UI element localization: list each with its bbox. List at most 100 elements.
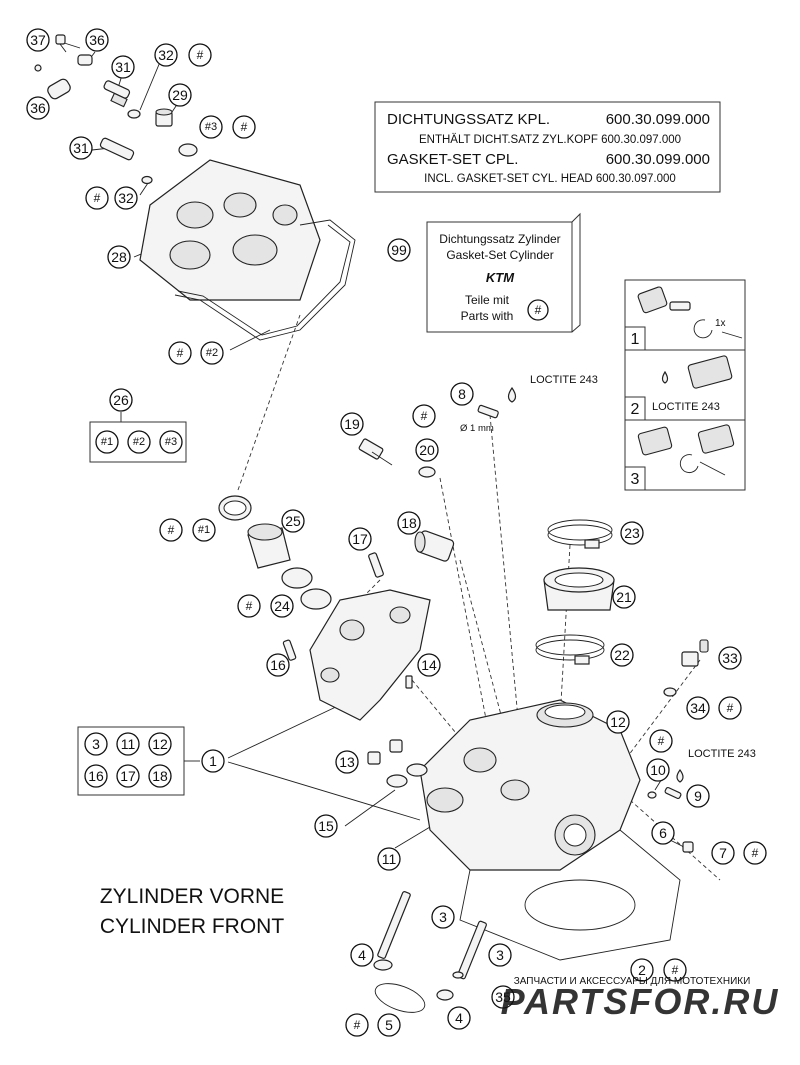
- callout-1-item-3: 3: [84, 732, 108, 756]
- step-3-number: 3: [631, 471, 640, 488]
- seal-ring-1: [218, 495, 252, 521]
- callout-label: 10: [650, 762, 666, 778]
- callout-label: #: [672, 963, 679, 977]
- callout-11: 11: [377, 847, 401, 871]
- ktm-logo: KTM: [486, 270, 515, 285]
- svg-text:26: 26: [113, 392, 129, 408]
- loctite-drop-2: [676, 768, 684, 783]
- callout-13: 13: [335, 750, 359, 774]
- callout-label: #: [354, 1018, 361, 1032]
- callout-label: #: [727, 701, 734, 715]
- symbol-callout-35: #: [649, 729, 673, 753]
- callout-label: #: [246, 599, 253, 613]
- callout-label: #: [421, 409, 428, 423]
- callout-label: #1: [198, 524, 210, 536]
- callout-3: 3: [431, 905, 455, 929]
- callout-1-item-18: 18: [148, 764, 172, 788]
- callout-label: 4: [455, 1010, 463, 1026]
- svg-text:#3: #3: [165, 436, 177, 448]
- callout-1-item-17: 17: [116, 764, 140, 788]
- callout-label: 28: [111, 249, 127, 265]
- callout-label: 36: [89, 32, 105, 48]
- callout-label: #: [658, 734, 665, 748]
- callout-label: 20: [419, 442, 435, 458]
- valve-cover-28: [139, 159, 321, 301]
- callout-label: 3: [439, 909, 447, 925]
- callout-12: 12: [606, 710, 630, 734]
- title-line-2: CYLINDER FRONT: [100, 915, 285, 938]
- callout-label: 11: [382, 851, 397, 867]
- callout-6: 6: [651, 821, 675, 845]
- callout-23: 23: [620, 521, 644, 545]
- callout-label: 36: [30, 100, 46, 116]
- callout-label: 32: [158, 47, 174, 63]
- symbol-callout-11: #: [85, 186, 109, 210]
- bucket-25: [247, 523, 291, 569]
- dimension-label: Ø 1 mm: [460, 423, 494, 434]
- callout-2: 2: [630, 958, 654, 982]
- washer-10: [647, 791, 657, 799]
- callout-label: 33: [722, 650, 738, 666]
- callout-35: 35: [491, 985, 515, 1009]
- nozzle-31-lower: [99, 137, 135, 161]
- svg-text:#1: #1: [101, 436, 113, 448]
- callout-26-item-1: #1: [95, 430, 119, 454]
- callout-label: 7: [719, 845, 727, 861]
- callout-1-item-12: 12: [148, 732, 172, 756]
- callout-26-item-2: #2: [127, 430, 151, 454]
- symbol-callout-22: #: [159, 518, 183, 542]
- callout-36: 36: [85, 28, 109, 52]
- intake-manifold-21: [543, 567, 615, 611]
- callout-label: 34: [690, 700, 706, 716]
- svg-text:16: 16: [88, 768, 104, 784]
- callout-31: 31: [69, 136, 93, 160]
- step-2-number: 2: [631, 401, 640, 418]
- callout-label: 14: [421, 657, 437, 673]
- symbol-callout-33: #: [718, 696, 742, 720]
- callout-17: 17: [348, 527, 372, 551]
- callout-label: 4: [358, 947, 366, 963]
- step-1-number: 1: [631, 331, 640, 348]
- callout-31: 31: [111, 55, 135, 79]
- kit-line3: Teile mit: [465, 293, 510, 307]
- callout-label: 13: [339, 754, 355, 770]
- symbol-callout-14: #2: [200, 341, 224, 365]
- callout-label: #3: [205, 121, 217, 133]
- watermark-large: PARTSFOR.RU: [501, 981, 780, 1022]
- svg-text:3: 3: [92, 736, 100, 752]
- callout-label: 19: [344, 416, 360, 432]
- gasket-line4: INCL. GASKET-SET CYL. HEAD 600.30.097.00…: [424, 173, 676, 185]
- svg-text:99: 99: [391, 242, 407, 258]
- bolt-19: [358, 438, 393, 466]
- callout-20: 20: [415, 438, 439, 462]
- callout-label: 24: [274, 598, 290, 614]
- loctite-drop-1: [507, 386, 517, 403]
- symbol-callout-10: #: [188, 43, 212, 67]
- callout-99: 99: [387, 238, 411, 262]
- washer-20: [418, 466, 436, 478]
- symbol-callout-48: #: [663, 958, 687, 982]
- kit-line1: Dichtungssatz Zylinder: [439, 232, 560, 246]
- svg-text:#2: #2: [133, 436, 145, 448]
- callout-1-item-16: 16: [84, 764, 108, 788]
- callout-label: #: [197, 48, 204, 62]
- callout-label: #: [752, 846, 759, 860]
- callout-8: 8: [450, 382, 474, 406]
- callout-26-item-3: #3: [159, 430, 183, 454]
- screw-9: [664, 786, 682, 800]
- callout-label: 17: [352, 531, 368, 547]
- callout-label: 8: [458, 386, 466, 402]
- callout-label: 16: [270, 657, 286, 673]
- watermark-small: ЗАПЧАСТИ И АКСЕССУАРЫ ДЛЯ МОТОТЕХНИКИ: [514, 976, 751, 987]
- camshaft-carrier: [309, 589, 431, 721]
- plug-29: [155, 108, 173, 127]
- callout-25: 25: [281, 509, 305, 533]
- cylinder-head: [419, 699, 641, 871]
- plug-6: [682, 841, 694, 853]
- bolt-37: [55, 34, 67, 53]
- callout-37: 37: [26, 28, 50, 52]
- callout-label: #: [241, 120, 248, 134]
- callout-label: #: [168, 523, 175, 537]
- callout-label: 21: [616, 589, 632, 605]
- shim-24a: [281, 567, 313, 589]
